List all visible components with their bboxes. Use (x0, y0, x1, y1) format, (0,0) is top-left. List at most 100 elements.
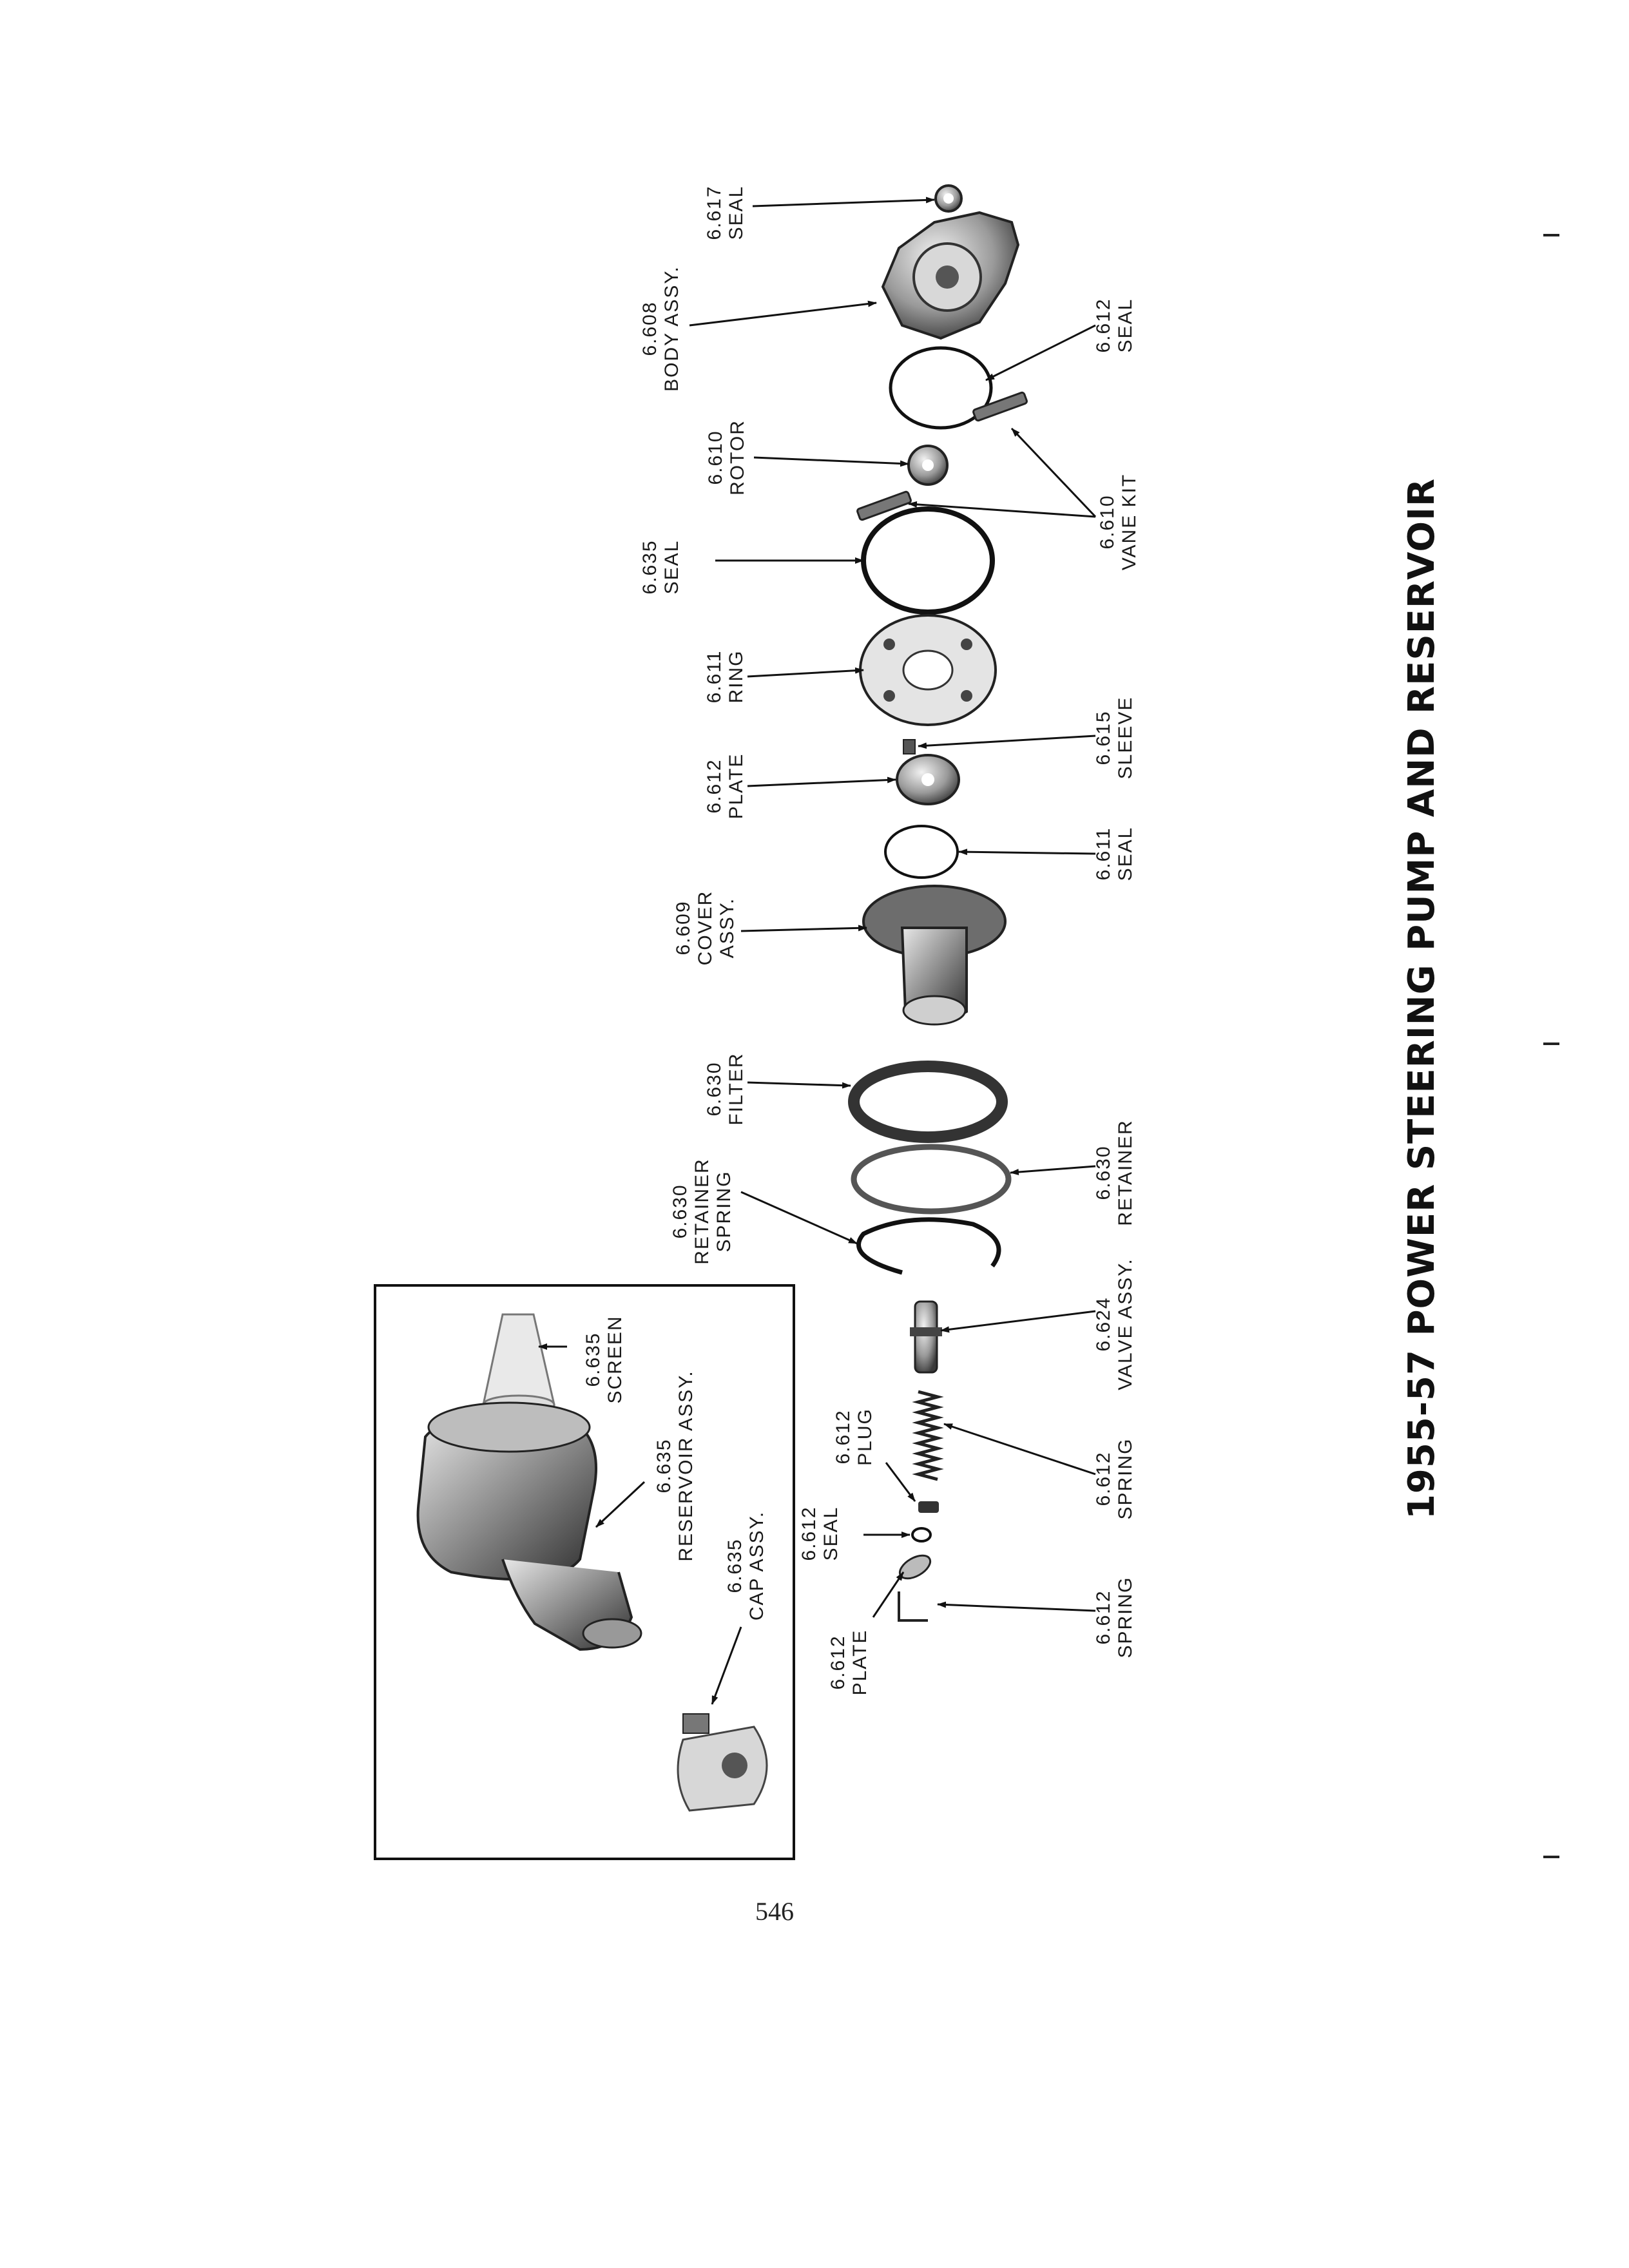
label-6630-retainer-spring: 6.630 RETAINER SPRING (670, 1158, 735, 1264)
svg-text:6.610: 6.610 (1097, 494, 1118, 549)
svg-text:6.630: 6.630 (704, 1061, 725, 1116)
label-6612-seal-low: 6.612 SEAL (798, 1506, 842, 1561)
svg-text:SEAL: SEAL (1115, 298, 1136, 353)
svg-text:PLATE: PLATE (849, 1629, 871, 1696)
svg-text:VANE KIT: VANE KIT (1119, 474, 1140, 570)
svg-text:FILTER: FILTER (726, 1052, 747, 1125)
label-6635-cap-assy: 6.635 CAP ASSY. (724, 1511, 767, 1620)
label-6612-plate: 6.612 PLATE (704, 753, 747, 820)
svg-text:SEAL: SEAL (661, 540, 682, 595)
svg-text:6.635: 6.635 (724, 1538, 746, 1593)
svg-text:SPRING: SPRING (1115, 1437, 1136, 1519)
part-6612-seal-oring (889, 346, 993, 430)
svg-text:6.612: 6.612 (827, 1635, 849, 1689)
label-6611-ring: 6.611 RING (704, 650, 747, 704)
svg-text:RETAINER: RETAINER (1115, 1119, 1136, 1225)
svg-text:6.610: 6.610 (705, 430, 726, 485)
part-6612-spring-clip (898, 1591, 928, 1622)
label-6615-sleeve: 6.615 SLEEVE (1093, 697, 1136, 780)
svg-text:6.612: 6.612 (704, 758, 725, 813)
label-6612-plug: 6.612 PLUG (833, 1408, 876, 1466)
svg-text:6.624: 6.624 (1093, 1296, 1114, 1351)
svg-text:6.612: 6.612 (1093, 1590, 1114, 1644)
svg-text:6.635: 6.635 (639, 539, 660, 594)
label-6617-seal: 6.617 SEAL (704, 185, 747, 240)
part-6611-seal-oring (884, 825, 959, 879)
svg-text:6.611: 6.611 (1093, 827, 1114, 881)
label-6630-filter: 6.630 FILTER (704, 1052, 747, 1125)
part-6617-seal (934, 184, 963, 213)
svg-text:SCREEN: SCREEN (604, 1315, 626, 1403)
svg-text:SPRING: SPRING (1115, 1576, 1136, 1658)
part-6630-retainer-spring (856, 1217, 1001, 1275)
leader-arrows (538, 197, 1097, 1705)
part-6615-sleeve (903, 739, 916, 754)
label-6630-retainer: 6.630 RETAINER (1093, 1119, 1136, 1225)
label-6611-seal: 6.611 SEAL (1093, 827, 1136, 881)
part-6612-spring-coil (912, 1390, 944, 1481)
part-6635-seal-oring (861, 506, 995, 615)
svg-text:SEAL: SEAL (820, 1506, 842, 1561)
svg-text:PLATE: PLATE (726, 753, 747, 820)
svg-text:RING: RING (726, 650, 747, 704)
svg-text:RETAINER: RETAINER (691, 1158, 713, 1264)
part-6612-plate (896, 754, 960, 805)
part-6635-cap-assy (677, 1713, 768, 1812)
svg-text:6.617: 6.617 (704, 185, 725, 240)
svg-text:6.608: 6.608 (639, 301, 660, 356)
label-6635-screen: 6.635 SCREEN (583, 1315, 626, 1403)
part-6610-vanes-upper (972, 391, 1028, 422)
label-6610-vane-kit: 6.610 VANE KIT (1097, 474, 1140, 570)
svg-text:CAP ASSY.: CAP ASSY. (746, 1511, 767, 1620)
label-6608-body-assy: 6.608 BODY ASSY. (639, 265, 682, 392)
reservoir-inset (374, 1284, 795, 1860)
part-6611-ring (859, 614, 997, 726)
part-6635-reservoir-assy (416, 1401, 642, 1651)
label-6635-seal: 6.635 SEAL (639, 539, 682, 594)
label-6635-reservoir-assy: 6.635 RESERVOIR ASSY. (653, 1370, 697, 1561)
label-6624-valve-assy: 6.624 VALVE ASSY. (1093, 1258, 1136, 1390)
svg-text:SEAL: SEAL (726, 186, 747, 240)
svg-text:6.635: 6.635 (583, 1332, 604, 1387)
part-6630-filter (848, 1061, 1008, 1143)
label-6612-spring-mid: 6.612 SPRING (1093, 1437, 1136, 1519)
part-6608-body-assy (881, 211, 1020, 340)
svg-text:PLUG: PLUG (854, 1408, 876, 1466)
part-6624-valve-assy (910, 1300, 942, 1374)
part-6610-vanes-lower (856, 490, 912, 521)
svg-text:ASSY.: ASSY. (717, 898, 738, 959)
svg-text:6.615: 6.615 (1093, 710, 1114, 765)
page-number: 546 (755, 1897, 794, 1926)
label-6612-plate-low: 6.612 PLATE (827, 1629, 871, 1696)
svg-text:6.630: 6.630 (1093, 1145, 1114, 1200)
label-6612-seal-top: 6.612 SEAL (1093, 298, 1136, 352)
label-6612-spring-low: 6.612 SPRING (1093, 1576, 1136, 1658)
label-6610-rotor: 6.610 ROTOR (705, 419, 748, 495)
svg-text:ROTOR: ROTOR (727, 419, 748, 495)
svg-text:SPRING: SPRING (713, 1170, 735, 1252)
label-6609-cover-assy: 6.609 COVER ASSY. (673, 890, 738, 966)
margin-marks (1543, 234, 1559, 1858)
svg-text:6.611: 6.611 (704, 650, 725, 704)
svg-text:6.630: 6.630 (670, 1184, 691, 1238)
part-6610-rotor (907, 445, 949, 486)
svg-text:6.612: 6.612 (798, 1506, 820, 1561)
part-6635-screen (482, 1313, 555, 1415)
part-6630-retainer (851, 1144, 1012, 1215)
svg-text:RESERVOIR ASSY.: RESERVOIR ASSY. (675, 1370, 697, 1561)
svg-text:6.635: 6.635 (653, 1438, 675, 1493)
svg-text:COVER: COVER (695, 890, 716, 966)
svg-text:SLEEVE: SLEEVE (1115, 697, 1136, 780)
part-6612-plate-small (898, 1554, 932, 1580)
svg-text:6.609: 6.609 (673, 900, 694, 955)
page-title: 1955-57 POWER STEERING PUMP AND RESERVOI… (1401, 478, 1443, 1519)
svg-text:VALVE ASSY.: VALVE ASSY. (1115, 1258, 1136, 1390)
svg-text:SEAL: SEAL (1115, 827, 1136, 881)
svg-text:6.612: 6.612 (833, 1409, 854, 1464)
part-6612-plug (918, 1501, 939, 1513)
svg-text:1955-57 POWER STEERING PUMP AN: 1955-57 POWER STEERING PUMP AND RESERVOI… (1401, 478, 1443, 1519)
svg-text:BODY ASSY.: BODY ASSY. (661, 265, 682, 392)
svg-text:6.612: 6.612 (1093, 1451, 1114, 1506)
